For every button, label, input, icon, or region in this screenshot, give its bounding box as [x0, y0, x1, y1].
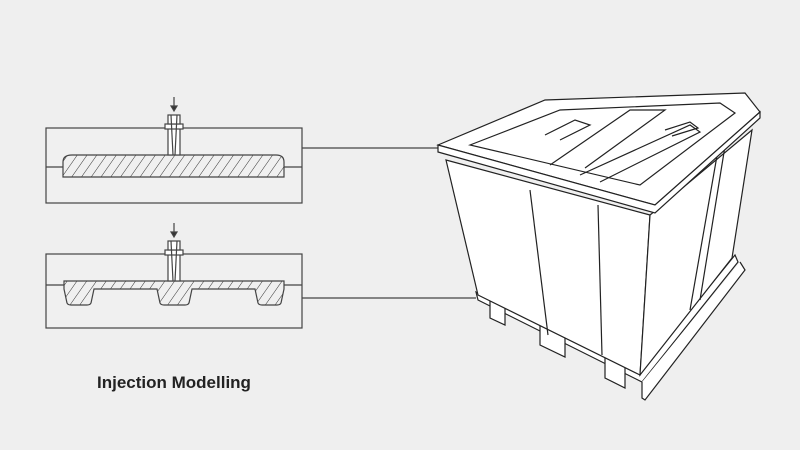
bulk-container [436, 92, 761, 401]
mold-flat-lid [45, 97, 303, 204]
molded-part-flat [62, 154, 285, 178]
mold-ribbed-base [45, 223, 303, 329]
arrow-down-icon [169, 223, 179, 239]
caption: Injection Modelling [97, 373, 251, 392]
molded-part-ribbed [63, 280, 285, 306]
arrow-down-icon [169, 97, 179, 113]
